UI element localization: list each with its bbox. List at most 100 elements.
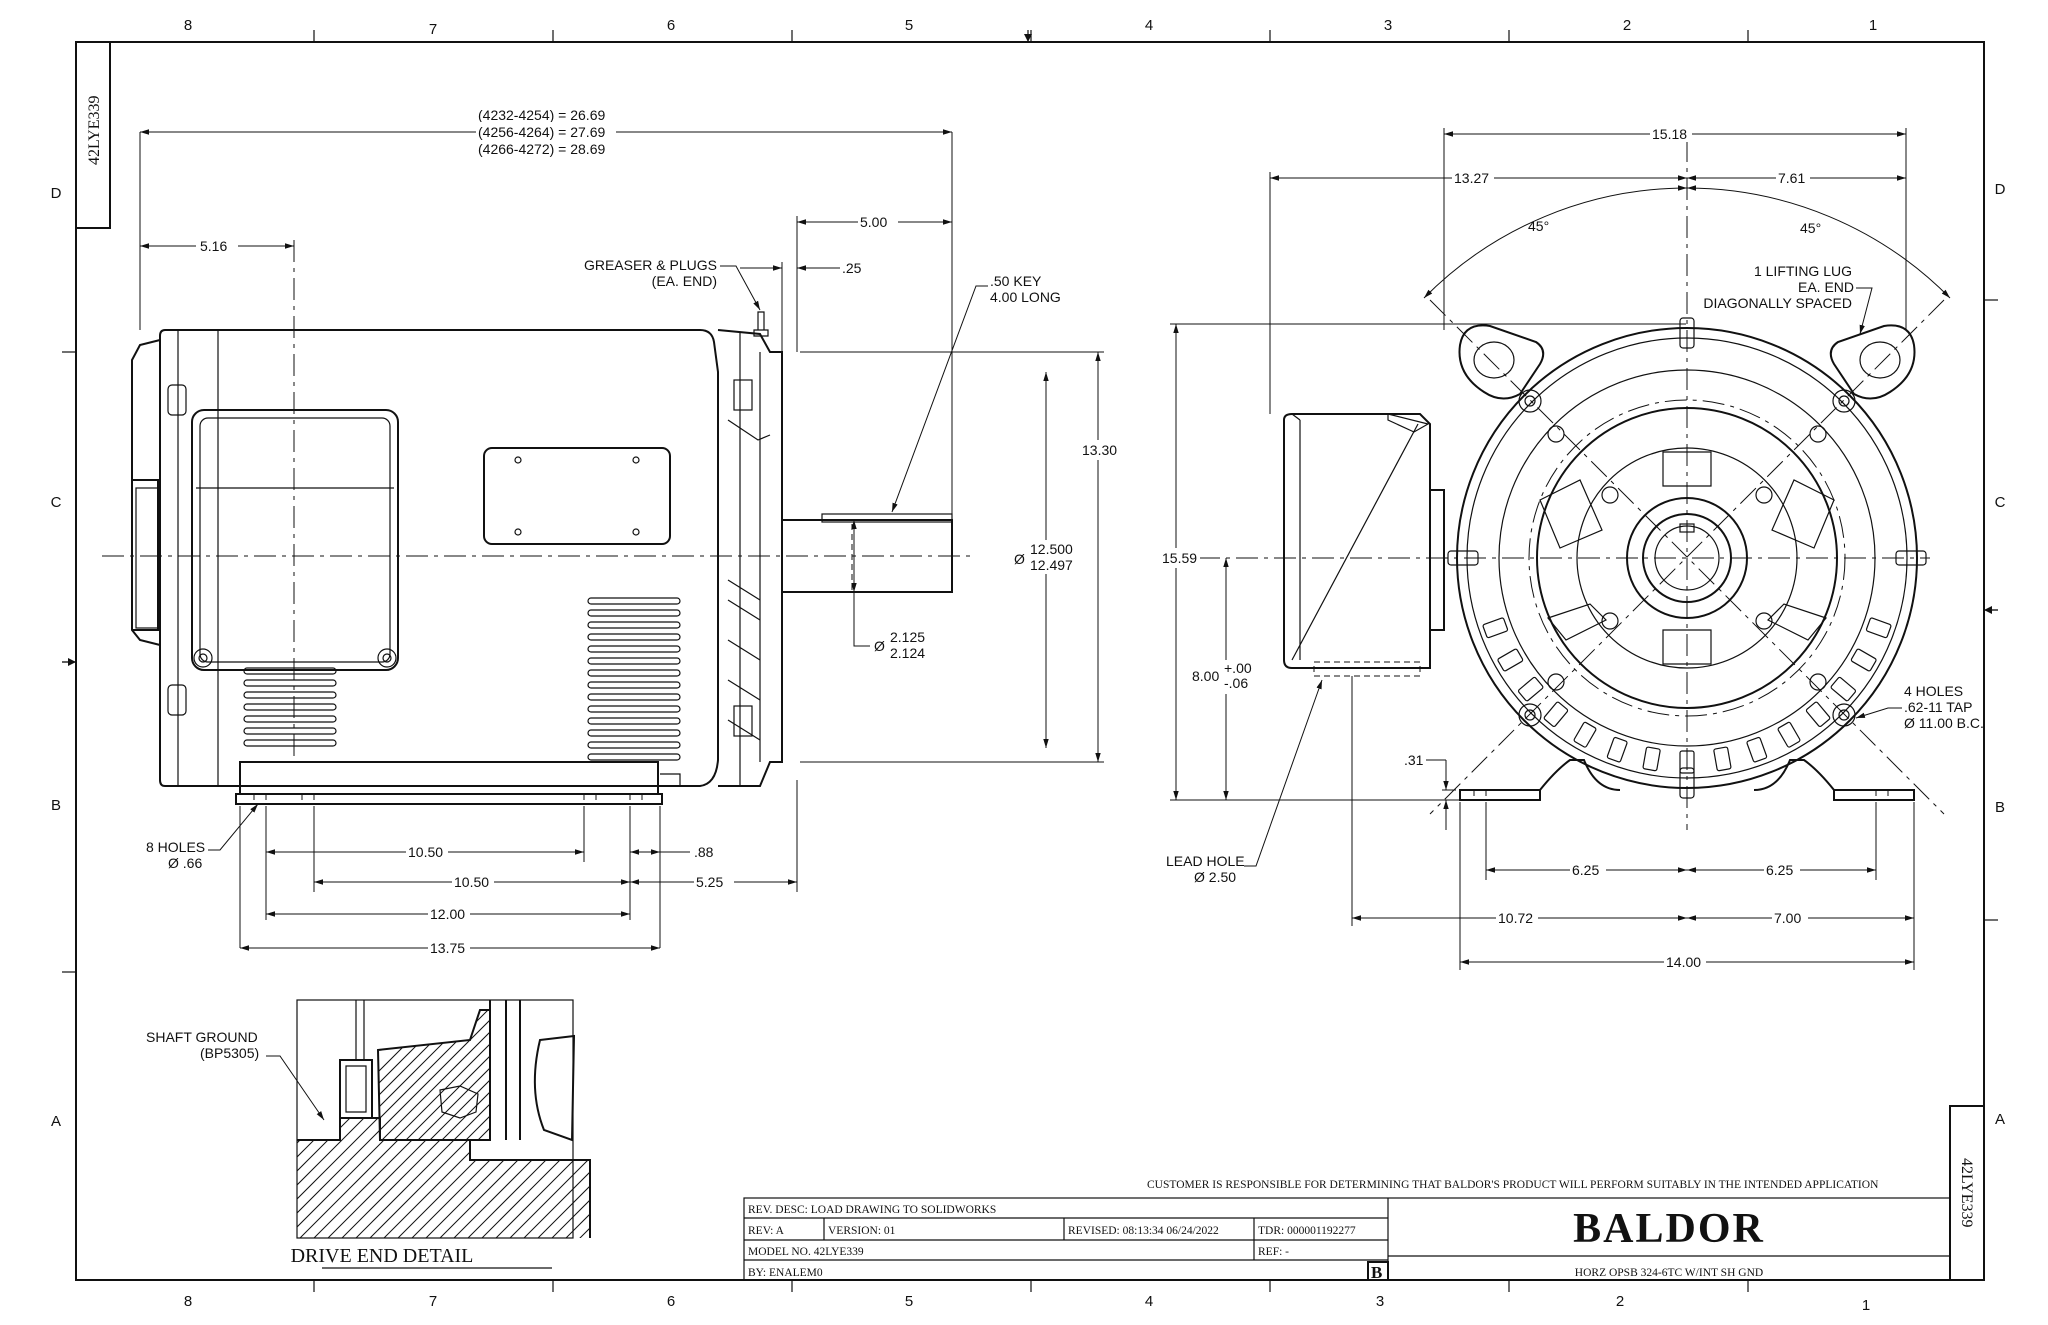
hatch-line	[311, 1118, 443, 1238]
zone-col-7-top: 7	[429, 21, 437, 38]
key-label-1: .50 KEY	[990, 273, 1042, 289]
hatch-line	[552, 1000, 702, 1150]
side-view: (4232-4254) = 26.69 (4256-4264) = 27.69 …	[102, 107, 1120, 956]
lug-label-3: DIAGONALLY SPACED	[1703, 295, 1852, 311]
hatch-line	[325, 1118, 457, 1238]
rev: REV: A	[748, 1225, 785, 1237]
zone-row-c-left: C	[51, 494, 62, 511]
zone-col-3-top: 3	[1384, 17, 1392, 34]
hatch-line	[443, 1010, 490, 1140]
cooling-fin	[1642, 746, 1661, 772]
zone-col-7-bottom: 7	[429, 1293, 437, 1310]
hatch-line	[395, 1010, 490, 1140]
dim-625-right: 6.25	[1766, 862, 1793, 878]
shaft-ground-label-1: SHAFT GROUND	[146, 1029, 258, 1045]
tap-label-1: 4 HOLES	[1904, 683, 1963, 699]
revised: REVISED: 08:13:34 06/24/2022	[1068, 1225, 1219, 1237]
drawing-number-tab: 42LYE339	[75, 41, 111, 229]
hatch-line	[535, 1118, 590, 1238]
key-label-2: 4.00 LONG	[990, 289, 1061, 305]
holes-label-1: 8 HOLES	[146, 839, 205, 855]
cooling-fin	[1746, 736, 1768, 763]
by: BY: ENALEM0	[748, 1267, 823, 1279]
tdr: TDR: 000001192277	[1258, 1225, 1356, 1237]
dim-1200: 12.00	[430, 906, 465, 922]
hatch-line	[549, 1118, 590, 1238]
end-view: 15.18 13.27 7.61 45° 45° 1 LIFTING LUG E…	[1160, 126, 1984, 970]
hatch-line	[516, 1000, 666, 1150]
zone-col-4-bottom: 4	[1145, 1293, 1153, 1310]
dim-625-left: 6.25	[1572, 862, 1599, 878]
dim-1375: 13.75	[430, 940, 465, 956]
zone-row-a-right: A	[1995, 1111, 2005, 1128]
dim-1559: 15.59	[1162, 550, 1197, 566]
zone-col-1-bottom: 1	[1862, 1297, 1870, 1314]
pilot-dia-min: 12.497	[1030, 557, 1073, 573]
hatch-line	[297, 1118, 359, 1238]
hatch-line	[378, 1010, 463, 1140]
cooling-fin	[1865, 617, 1892, 639]
hatch-line	[431, 1010, 490, 1140]
overall-length-line-1: (4232-4254) = 26.69	[478, 107, 605, 123]
hatch-line	[563, 1118, 590, 1238]
cooling-fin	[1482, 617, 1509, 639]
hatch-line	[528, 1000, 678, 1150]
zone-row-a-left: A	[51, 1113, 61, 1130]
cooling-fin	[1777, 721, 1801, 748]
baldor-logo: BALDOR	[1573, 1206, 1765, 1252]
hatch-line	[297, 1118, 415, 1238]
zone-row-b-left: B	[51, 797, 61, 814]
pilot-dia-max: 12.500	[1030, 541, 1073, 557]
hatch-line	[465, 1118, 590, 1238]
size-letter: B	[1371, 1263, 1382, 1282]
hatch-line	[297, 1118, 401, 1238]
cooling-fin	[1830, 676, 1857, 702]
cooling-fin	[1713, 746, 1732, 772]
tol-800-minus: -.06	[1224, 675, 1248, 691]
greaser-label-2: (EA. END)	[652, 273, 717, 289]
lug-label-1: 1 LIFTING LUG	[1754, 263, 1852, 279]
hatch-line	[378, 1010, 490, 1140]
shaft-dia-symbol: Ø	[874, 638, 885, 654]
ref: REF: -	[1258, 1246, 1289, 1258]
dim-761: 7.61	[1778, 170, 1805, 186]
zone-col-2-top: 2	[1623, 17, 1631, 34]
rev-desc: REV. DESC: LOAD DRAWING TO SOLIDWORKS	[748, 1204, 996, 1216]
zone-col-2-bottom: 2	[1616, 1293, 1624, 1310]
shaft-dia-max: 2.125	[890, 629, 925, 645]
dim-1518: 15.18	[1652, 126, 1687, 142]
pilot-dia-symbol: Ø	[1014, 551, 1025, 567]
cooling-fin	[1606, 736, 1628, 763]
hatch-line	[297, 1118, 373, 1238]
hatch-line	[521, 1118, 590, 1238]
cooling-fin	[1679, 750, 1695, 774]
dim-088: .88	[694, 844, 714, 860]
lead-label-1: LEAD HOLE	[1166, 853, 1245, 869]
holes-label-2: Ø .66	[168, 855, 202, 871]
dim-516: 5.16	[200, 238, 227, 254]
dim-800: 8.00	[1192, 668, 1219, 684]
zone-col-4-top: 4	[1145, 17, 1153, 34]
zone-col-6-top: 6	[667, 17, 675, 34]
hatch-line	[367, 1118, 499, 1238]
dim-025: .25	[842, 260, 862, 276]
angle-left: 45°	[1528, 218, 1549, 234]
hatch-line	[620, 1110, 750, 1240]
hatch-line	[690, 1110, 820, 1240]
hatch-line	[451, 1118, 583, 1238]
dim-1327: 13.27	[1454, 170, 1489, 186]
hatch-line	[383, 1010, 490, 1140]
zone-row-d-right: D	[1995, 181, 2006, 198]
zone-col-3-bottom: 3	[1376, 1293, 1384, 1310]
cooling-fin	[1497, 648, 1524, 672]
dim-1072: 10.72	[1498, 910, 1533, 926]
detail-title: DRIVE END DETAIL	[291, 1245, 474, 1267]
hatch-line	[662, 1110, 792, 1240]
dim-525: 5.25	[696, 874, 723, 890]
zone-row-b-right: B	[1995, 799, 2005, 816]
hatch-line	[676, 1110, 806, 1240]
hatch-line	[378, 1010, 487, 1140]
zone-col-8-bottom: 8	[184, 1293, 192, 1310]
dim-700: 7.00	[1774, 910, 1801, 926]
